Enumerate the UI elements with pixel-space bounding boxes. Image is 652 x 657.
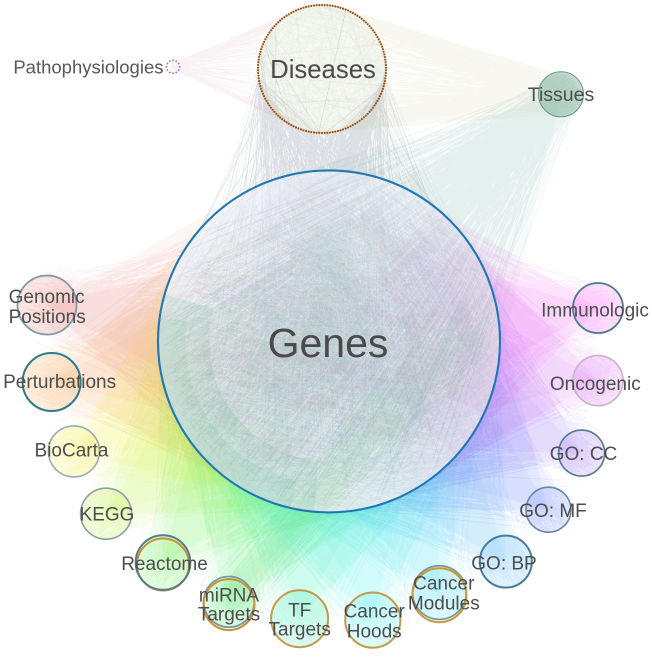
svg-text:Targets: Targets [198, 604, 260, 625]
svg-text:Positions: Positions [9, 307, 86, 328]
svg-text:Genes: Genes [268, 320, 389, 366]
svg-text:Pathophysiologies: Pathophysiologies [13, 56, 163, 77]
svg-text:Reactome: Reactome [121, 554, 208, 575]
svg-text:TF: TF [288, 600, 311, 621]
svg-text:miRNA: miRNA [199, 585, 259, 606]
svg-text:Immunologic: Immunologic [541, 300, 649, 321]
svg-text:GO: BP: GO: BP [471, 554, 536, 575]
svg-text:Hoods: Hoods [347, 621, 402, 642]
svg-text:Perturbations: Perturbations [3, 372, 116, 393]
svg-text:GO: CC: GO: CC [550, 444, 618, 465]
svg-text:KEGG: KEGG [80, 504, 135, 525]
svg-text:Genomic: Genomic [9, 287, 85, 308]
svg-text:BioCarta: BioCarta [35, 441, 109, 462]
svg-text:Targets: Targets [269, 619, 331, 640]
svg-text:Modules: Modules [408, 594, 480, 615]
svg-text:Cancer: Cancer [344, 601, 406, 622]
svg-text:GO: MF: GO: MF [519, 501, 587, 522]
svg-text:Diseases: Diseases [270, 56, 376, 84]
svg-text:Oncogenic: Oncogenic [550, 374, 641, 395]
svg-text:Tissues: Tissues [528, 84, 595, 106]
svg-text:Cancer: Cancer [413, 574, 475, 595]
